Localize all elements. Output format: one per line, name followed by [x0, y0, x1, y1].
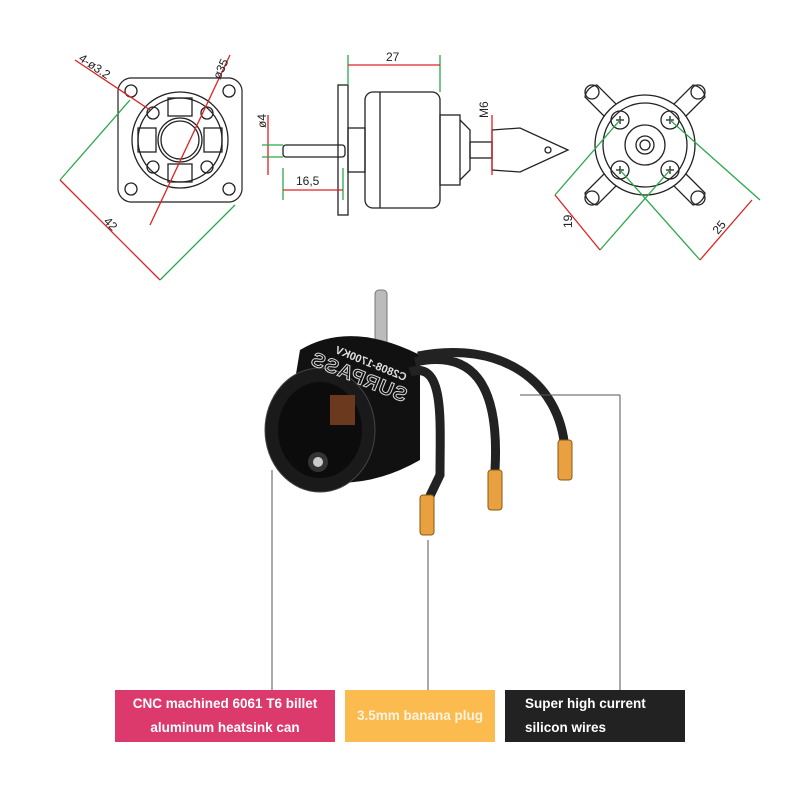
rear-view: [554, 84, 761, 261]
silicon-wires-label: Super high current silicon wires: [505, 690, 685, 742]
hole-dimension: 4-ø3.2: [76, 51, 113, 82]
shaft-length-dimension: 16,5: [296, 174, 320, 188]
motor-photo: [264, 289, 573, 536]
side-view: [262, 55, 570, 216]
heatsink-can-label: CNC machined 6061 T6 billet aluminum heat…: [115, 690, 335, 742]
thread-dimension: M6: [477, 101, 491, 118]
leader-lines: [271, 394, 621, 690]
wires-label-line1: Super high current: [525, 696, 646, 711]
inner-span-dimension: 19: [561, 214, 575, 228]
plug-label-text: 3.5mm banana plug: [356, 708, 484, 723]
can-label-line2: aluminum heatsink can: [150, 720, 300, 735]
banana-plug-label: 3.5mm banana plug: [345, 690, 495, 742]
length-dimension: 27: [386, 50, 400, 64]
mount-span-dimension: 42: [101, 214, 121, 234]
shaft-diameter-dimension: ø4: [255, 114, 269, 128]
front-view: [59, 54, 243, 281]
outer-span-dimension: 25: [710, 217, 730, 236]
can-label-line1: CNC machined 6061 T6 billet: [132, 696, 318, 711]
wires-label-line2: silicon wires: [525, 720, 607, 735]
